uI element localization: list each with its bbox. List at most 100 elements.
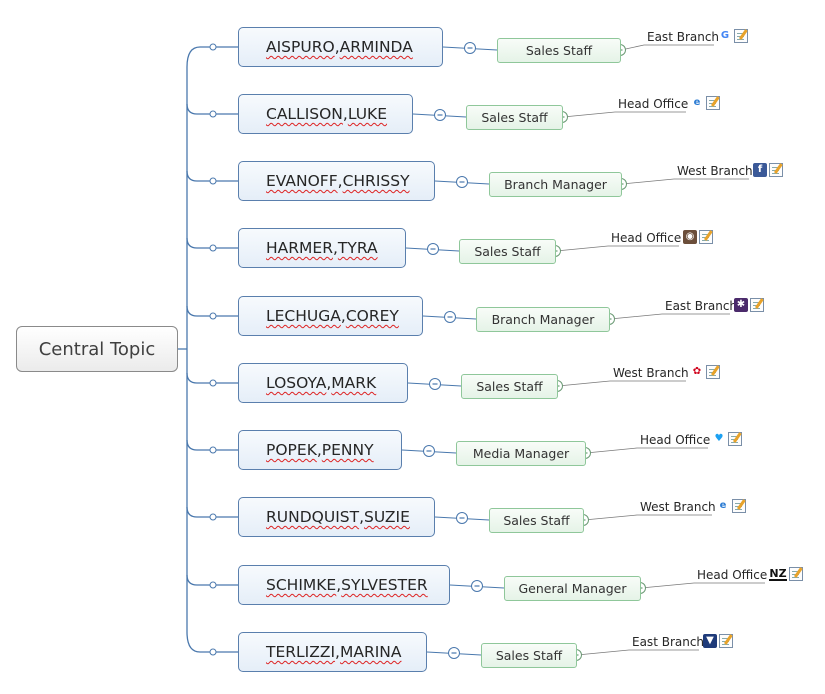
name-separator: , [332, 239, 338, 257]
person-topic[interactable]: TERLIZZI, MARINA [238, 632, 427, 672]
collapse-minus-icon[interactable] [423, 445, 435, 457]
person-topic[interactable]: AISPURO, ARMINDA [238, 27, 443, 67]
name-separator: , [316, 441, 322, 459]
role-topic[interactable]: Media Manager [456, 440, 586, 466]
role-topic[interactable]: Branch Manager [476, 306, 610, 332]
branch-curve [186, 170, 213, 182]
branch-node[interactable] [209, 177, 217, 185]
role-topic[interactable]: Sales Staff [461, 373, 558, 399]
name-separator: , [336, 576, 342, 594]
role-topic[interactable]: General Manager [504, 575, 641, 601]
person-topic[interactable]: EVANOFF, CHRISSY [238, 161, 435, 201]
role-topic[interactable]: Sales Staff [489, 507, 584, 533]
person-topic[interactable]: LOSOYA, MARK [238, 363, 408, 403]
branch-icons: G [718, 29, 748, 43]
person-surname: POPEK [266, 441, 317, 459]
notes-icon[interactable] [706, 96, 720, 110]
branch-node[interactable] [209, 110, 217, 118]
branch-node[interactable] [209, 446, 217, 454]
collapse-minus-icon[interactable] [456, 512, 468, 524]
notes-icon[interactable] [769, 163, 783, 177]
person-surname: HARMER [266, 239, 333, 257]
role-topic[interactable]: Sales Staff [497, 37, 621, 63]
branch-label[interactable]: East Branch [665, 299, 738, 313]
notes-icon[interactable] [706, 365, 720, 379]
branch-label[interactable]: East Branch [647, 30, 720, 44]
branch-label[interactable]: West Branch [640, 500, 716, 514]
person-given-name: MARK [331, 374, 377, 392]
role-topic[interactable]: Branch Manager [489, 171, 622, 197]
collapse-minus-icon[interactable] [456, 176, 468, 188]
name-separator: , [335, 643, 340, 661]
person-given-name: PENNY [321, 441, 374, 459]
person-surname: RUNDQUIST [266, 508, 360, 526]
branch-label[interactable]: Head Office [697, 568, 768, 582]
branch-label[interactable]: Head Office [611, 231, 682, 245]
person-topic[interactable]: RUNDQUIST, SUZIE [238, 497, 435, 537]
person-topic[interactable]: POPEK, PENNY [238, 430, 402, 470]
collapse-minus-icon[interactable] [434, 109, 446, 121]
branch-label[interactable]: East Branch [632, 635, 705, 649]
collapse-minus-icon[interactable] [464, 42, 476, 54]
branch-node[interactable] [209, 43, 217, 51]
branch-curve-bottom [186, 631, 213, 653]
branch-node[interactable] [209, 648, 217, 656]
notes-icon[interactable] [719, 634, 733, 648]
person-given-name: COREY [345, 307, 399, 325]
branch-label[interactable]: Head Office [640, 433, 711, 447]
leaf-connector [640, 582, 765, 589]
notes-icon[interactable] [732, 499, 746, 513]
branch-node[interactable] [209, 581, 217, 589]
role-topic[interactable]: Sales Staff [459, 238, 556, 264]
person-topic[interactable]: HARMER, TYRA [238, 228, 406, 268]
name-separator: , [337, 172, 343, 190]
twitter-bird-icon: ♥ [714, 433, 724, 444]
person-surname: TERLIZZI [266, 643, 336, 661]
central-topic[interactable]: Central Topic [16, 326, 178, 372]
branch-curve [186, 372, 213, 384]
instagram-icon: ◉ [683, 230, 697, 244]
notes-icon[interactable] [750, 298, 764, 312]
branch-node[interactable] [209, 379, 217, 387]
person-topic[interactable]: SCHIMKE, SYLVESTER [238, 565, 450, 605]
person-topic[interactable]: CALLISON, LUKE [238, 94, 413, 134]
leaf-connector [557, 380, 686, 387]
branch-node[interactable] [209, 312, 217, 320]
branch-curve [186, 305, 213, 317]
leaf-connector [621, 178, 749, 185]
collapse-minus-icon[interactable] [444, 311, 456, 323]
branch-label[interactable]: West Branch [677, 164, 753, 178]
person-surname: SCHIMKE [266, 576, 337, 594]
notes-icon[interactable] [728, 432, 742, 446]
person-given-name: SYLVESTER [341, 576, 428, 594]
branch-curve-top [186, 46, 213, 68]
leaf-connector [620, 44, 714, 51]
leaf-connector [576, 649, 699, 656]
name-separator: , [326, 374, 332, 392]
branch-node[interactable] [209, 244, 217, 252]
role-topic[interactable]: Sales Staff [466, 104, 563, 130]
notes-icon[interactable] [699, 230, 713, 244]
notes-icon[interactable] [734, 29, 748, 43]
person-given-name: TYRA [337, 239, 378, 257]
star-badge-icon: ✱ [734, 298, 748, 312]
person-topic[interactable]: LECHUGA, COREY [238, 296, 423, 336]
leaf-connector [609, 313, 730, 320]
branch-label[interactable]: Head Office [618, 97, 689, 111]
leaf-connector [555, 245, 679, 252]
role-topic[interactable]: Sales Staff [481, 642, 577, 668]
branch-label[interactable]: West Branch [613, 366, 689, 380]
branch-icons: ♥ [712, 432, 742, 446]
branch-node[interactable] [209, 513, 217, 521]
notes-icon[interactable] [789, 567, 803, 581]
collapse-minus-icon[interactable] [471, 580, 483, 592]
collapse-minus-icon[interactable] [448, 647, 460, 659]
name-separator: , [342, 105, 348, 123]
collapse-minus-icon[interactable] [429, 378, 441, 390]
name-separator: , [340, 307, 346, 325]
person-given-name: MARINA [339, 643, 402, 661]
person-surname: AISPURO [266, 38, 335, 56]
branch-curve [186, 103, 213, 115]
collapse-minus-icon[interactable] [427, 243, 439, 255]
